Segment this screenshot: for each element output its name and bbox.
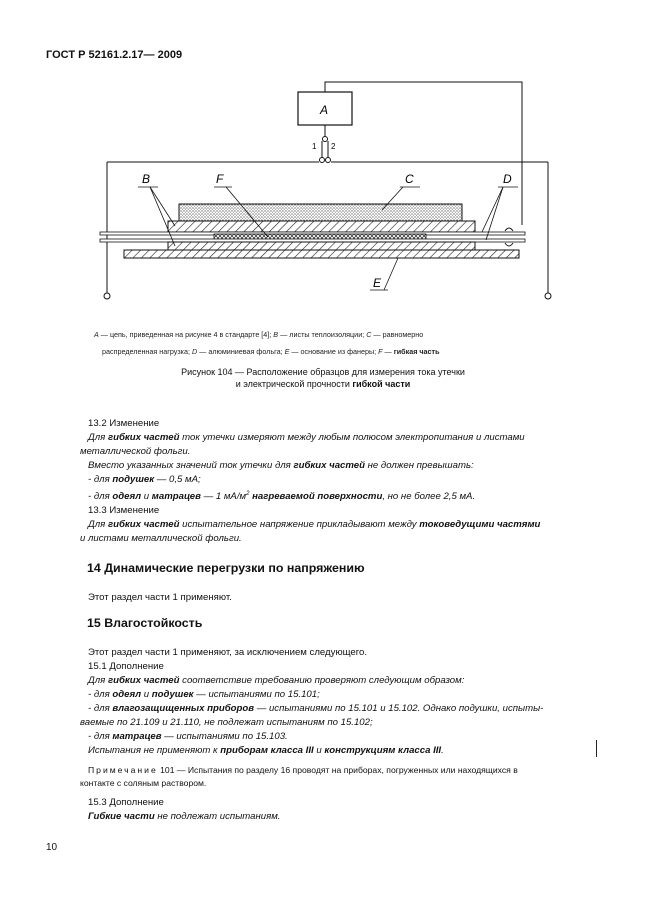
figure-caption: Рисунок 104 — Расположение образцов для … <box>181 367 465 389</box>
terminal-1 <box>319 157 325 163</box>
note-101: Примечание 101 — Испытания по разделу 16… <box>80 765 518 788</box>
terminal-2 <box>325 157 331 163</box>
label-a: A <box>319 103 328 117</box>
section-15: Этот раздел части 1 применяют, за исключ… <box>80 647 544 756</box>
terminal-top <box>322 136 328 142</box>
label-d: D <box>503 172 512 186</box>
label-c: C <box>405 172 414 186</box>
label-f: F <box>216 172 224 186</box>
insulation-top <box>167 220 476 233</box>
section-14-text: Этот раздел части 1 применяют. <box>88 592 232 603</box>
section-14-heading: 14 Динамические перегрузки по напряжению <box>87 561 365 575</box>
load-c <box>178 203 463 222</box>
terminal-2-label: 2 <box>331 142 336 151</box>
ground-terminal-right <box>544 292 552 300</box>
legend-line-1: A — цепь, приведенная на рисунке 4 в ста… <box>94 330 424 339</box>
insulation-bottom <box>167 241 476 251</box>
figure-legend: A — цепь, приведенная на рисунке 4 в ста… <box>94 326 550 360</box>
label-b: B <box>142 172 150 186</box>
document-header: ГОСТ Р 52161.2.17— 2009 <box>46 49 183 61</box>
section-15-heading: 15 Влагостойкость <box>87 616 203 630</box>
wire-right <box>324 81 523 225</box>
terminal-1-label: 1 <box>312 142 317 151</box>
change-bar <box>596 740 597 757</box>
ground-terminal-left <box>103 292 111 300</box>
page-number: 10 <box>46 842 58 853</box>
legend-line-2: распределенная нагрузка; D — алюминиевая… <box>102 347 440 356</box>
section-15-3: 15.3 Дополнение Гибкие части не подлежат… <box>88 797 281 822</box>
label-e: E <box>373 276 382 290</box>
plywood-base-e <box>123 249 520 259</box>
section-13: 13.2 Изменение Для гибких частей ток уте… <box>80 418 541 545</box>
test-setup-diagram: A 1 2 B F C D E <box>99 81 552 300</box>
